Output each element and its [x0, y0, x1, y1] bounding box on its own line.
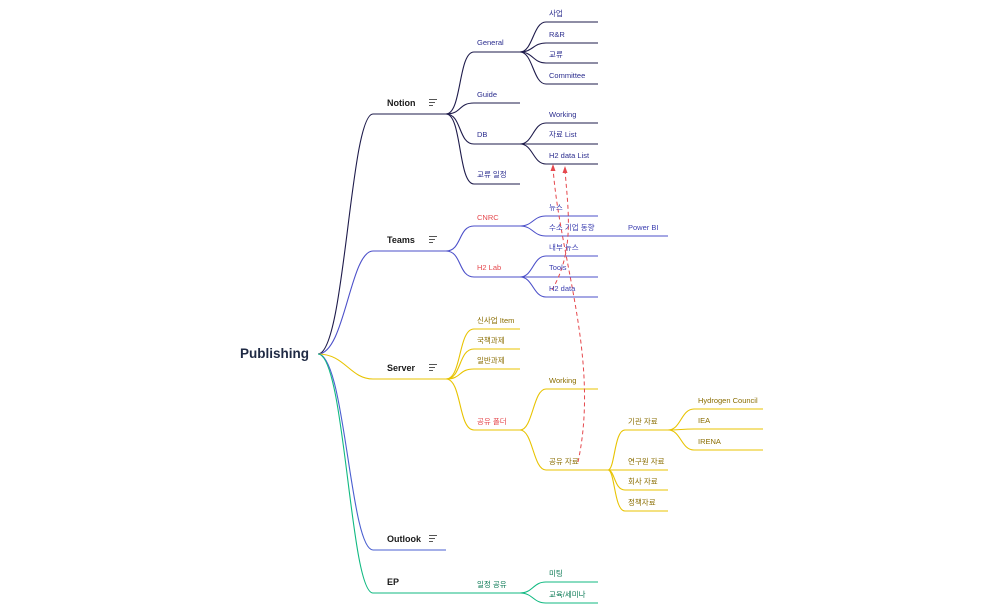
topic-general[interactable]: General: [477, 38, 504, 47]
topic-shared-folder[interactable]: 공유 폴더: [477, 417, 507, 426]
topic-general-item[interactable]: Committee: [549, 71, 586, 80]
topic-shared-docs-item[interactable]: 연구원 자료: [628, 457, 665, 466]
topic-db-item[interactable]: H2 data List: [549, 151, 590, 160]
topic-general-item[interactable]: 교류: [549, 50, 563, 59]
topic-server-item[interactable]: 국책과제: [477, 336, 505, 345]
notes-icon[interactable]: [429, 99, 437, 106]
topic-server[interactable]: Server: [387, 363, 416, 373]
topic-cnrc-item[interactable]: 수소 기업 동향: [549, 223, 595, 232]
topic-shared-docs-item[interactable]: 회사 자료: [628, 477, 658, 486]
topic-teams[interactable]: Teams: [387, 235, 415, 245]
topic-shared-docs-item[interactable]: 정책자료: [628, 498, 656, 507]
topic-ep[interactable]: EP: [387, 577, 400, 587]
topic-ep-item[interactable]: 교육/세미나: [549, 590, 586, 599]
topic-shared-docs[interactable]: 공유 자료: [549, 457, 579, 466]
topic-agency-item[interactable]: IEA: [698, 416, 711, 425]
topic-cnrc[interactable]: CNRC: [477, 213, 499, 222]
topic-general-item[interactable]: R&R: [549, 30, 565, 39]
topic-h2lab-item[interactable]: Tools: [549, 263, 567, 272]
topic-cnrc-item[interactable]: 뉴스: [549, 203, 563, 212]
notes-icon[interactable]: [429, 236, 437, 243]
topic-notion[interactable]: Notion: [387, 98, 416, 108]
topic-h2lab-item[interactable]: H2 data: [549, 284, 576, 293]
topic-schedule-share[interactable]: 일정 공유: [477, 580, 507, 589]
topic-h2lab-item[interactable]: 내부 뉴스: [549, 243, 579, 252]
topic-ep-item[interactable]: 미팅: [549, 569, 563, 578]
topic-agency-item[interactable]: IRENA: [698, 437, 721, 446]
topic-general-item[interactable]: 사업: [549, 9, 563, 18]
topic-server-item[interactable]: 신사업 Item: [477, 316, 515, 325]
topic-db[interactable]: DB: [477, 130, 488, 139]
topic-guide[interactable]: Guide: [477, 90, 498, 99]
topic-powerbi[interactable]: Power BI: [628, 223, 659, 232]
topic-db-item[interactable]: 자료 List: [549, 130, 577, 139]
topic-agency-docs[interactable]: 기관 자료: [628, 417, 658, 426]
notes-icon[interactable]: [429, 364, 437, 371]
topic-server-item[interactable]: 일반과제: [477, 356, 505, 365]
topic-h2lab[interactable]: H2 Lab: [477, 263, 502, 272]
topic-agency-item[interactable]: Hydrogen Council: [698, 396, 758, 405]
notes-icon[interactable]: [429, 535, 437, 542]
topic-db-item[interactable]: Working: [549, 110, 577, 119]
topic-working[interactable]: Working: [549, 376, 577, 385]
root-topic[interactable]: Publishing: [240, 346, 309, 361]
topic-outlook[interactable]: Outlook: [387, 534, 421, 544]
topic-schedule[interactable]: 교류 일정: [477, 170, 507, 179]
